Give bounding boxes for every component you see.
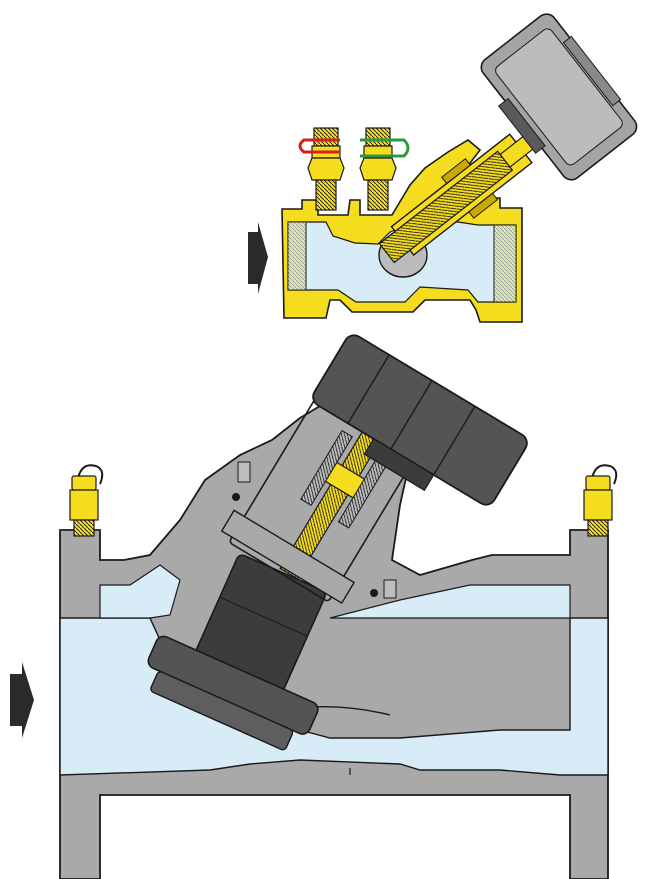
large-valve-handwheel — [312, 334, 528, 506]
large-valve-outlet-chamber — [329, 584, 571, 619]
small-valve-handwheel — [480, 13, 638, 181]
large-valve-bolt-left — [237, 461, 251, 483]
large-valve-bolt-right — [383, 579, 397, 599]
large-valve-test-port-right — [583, 464, 618, 537]
small-valve-outlet-thread — [494, 225, 516, 302]
small-valve-inlet-thread — [288, 222, 306, 290]
small-valve-stem-assembly — [378, 110, 566, 264]
large-valve-oring-right — [370, 589, 378, 597]
green-clip-icon — [360, 138, 410, 158]
large-valve-oring-left — [232, 493, 240, 501]
large-valve-test-port-left — [69, 464, 104, 537]
large-valve-view — [10, 334, 618, 879]
flow-arrow-bottom-icon — [10, 662, 34, 738]
small-valve-view — [248, 13, 638, 323]
flow-arrow-top-icon — [248, 222, 268, 294]
large-valve-plug — [147, 554, 326, 751]
red-clip-icon — [298, 138, 340, 154]
large-valve-upper-chamber — [99, 564, 181, 619]
